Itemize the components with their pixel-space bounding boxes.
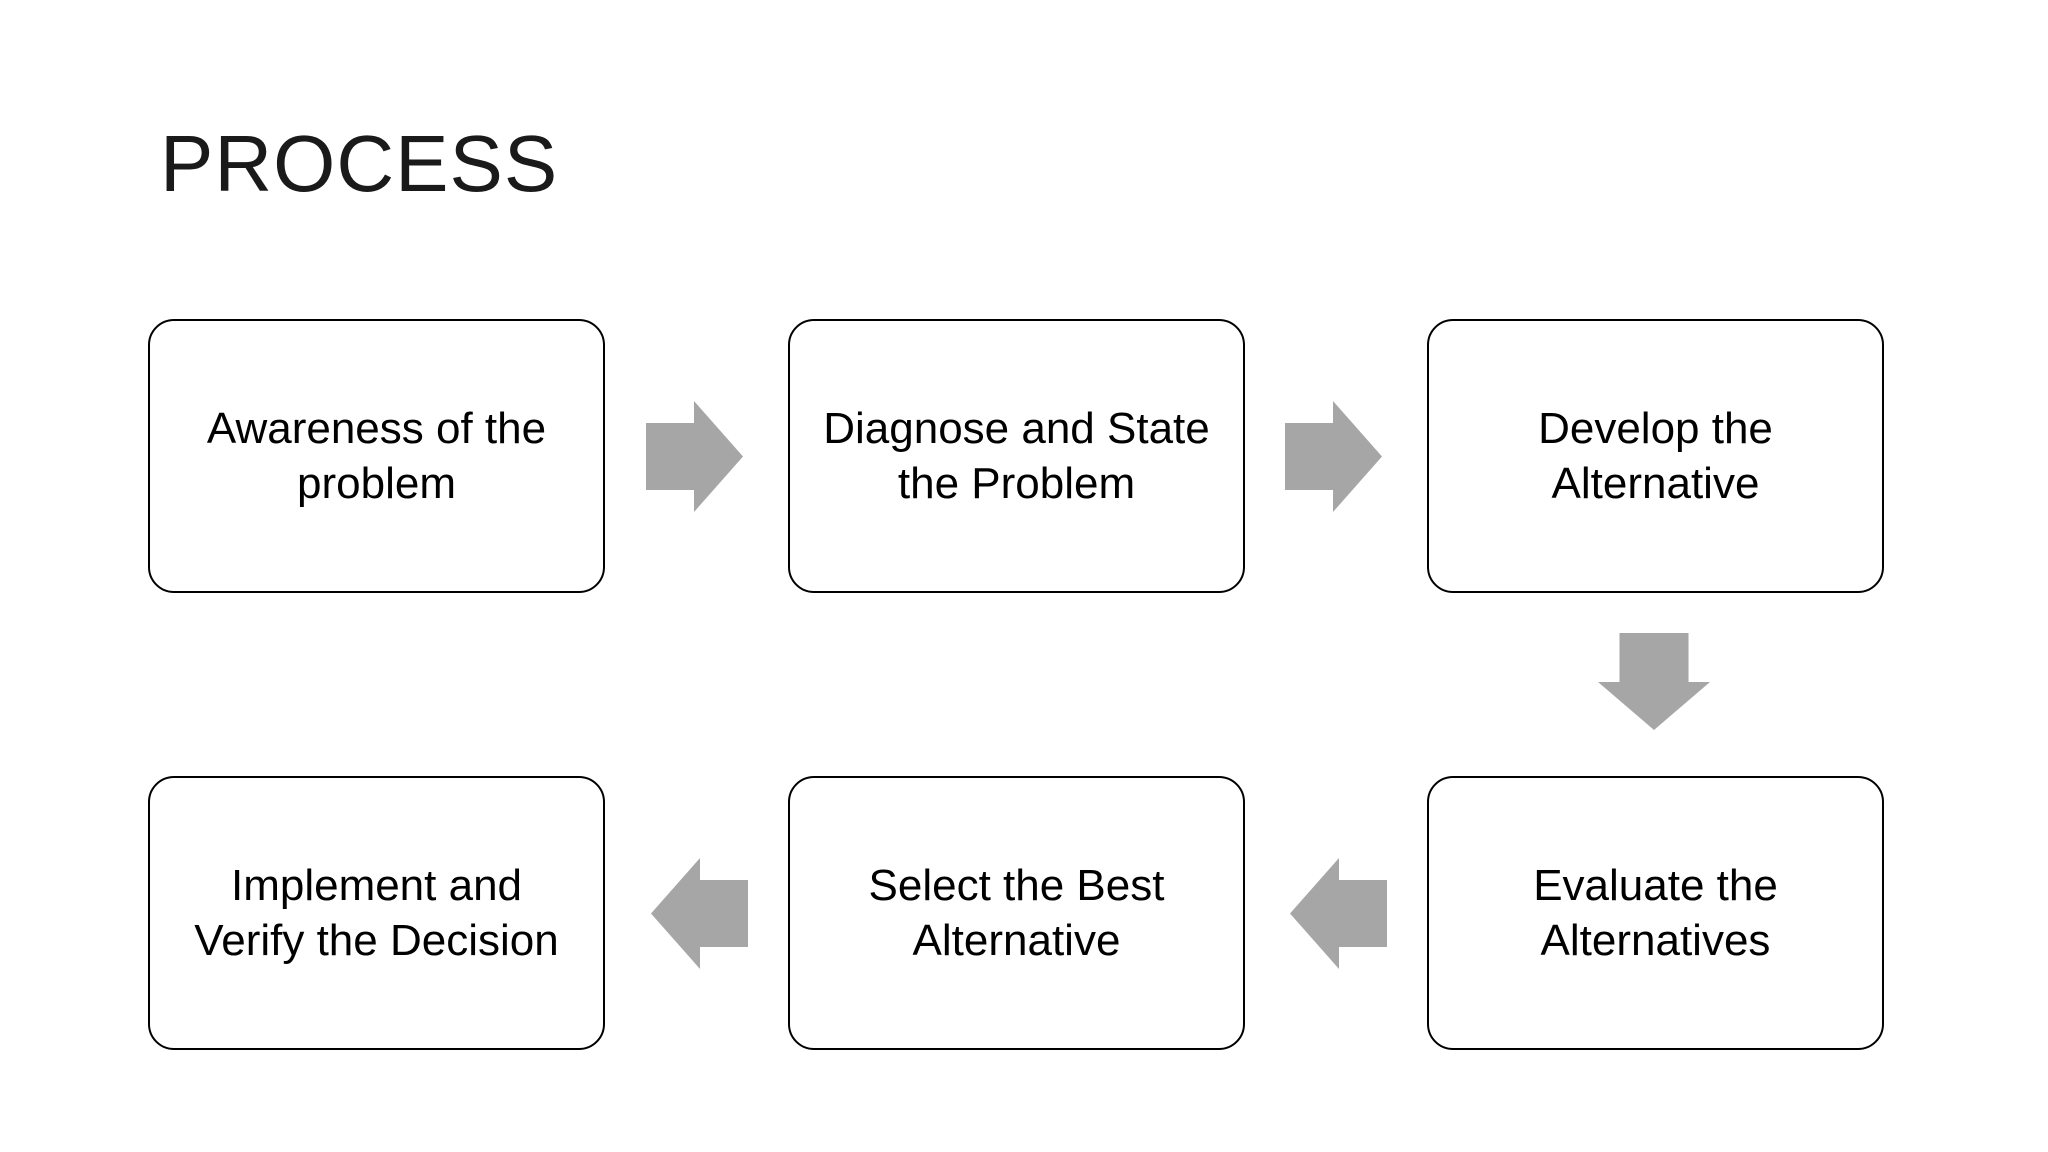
arrow-left-icon-evaluate-to-select bbox=[1290, 858, 1387, 969]
arrow-left-icon-select-to-implement bbox=[651, 858, 748, 969]
arrow-right-icon-awareness-to-diagnose bbox=[646, 401, 743, 512]
arrow-down-icon-develop-to-evaluate bbox=[1598, 633, 1710, 730]
page-title: PROCESS bbox=[160, 119, 559, 208]
arrow-right-icon-diagnose-to-develop bbox=[1285, 401, 1382, 512]
